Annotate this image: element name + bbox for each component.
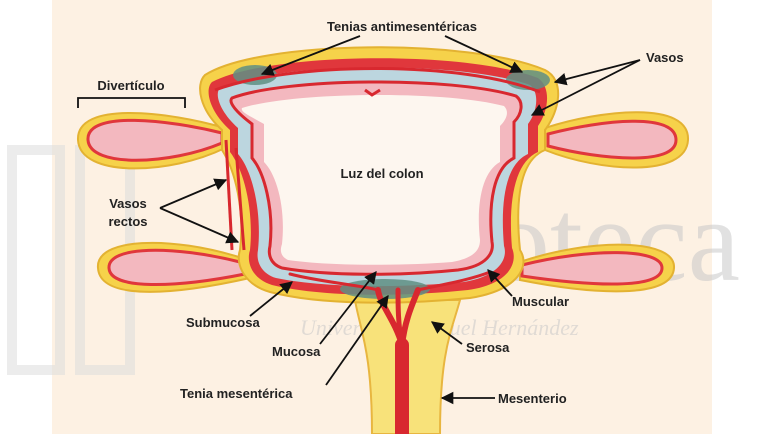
label-tenia-mesenterica: Tenia mesentérica — [180, 386, 293, 401]
label-submucosa: Submucosa — [186, 315, 260, 330]
label-vasos-rectos-2: rectos — [108, 214, 147, 229]
label-mucosa: Mucosa — [272, 344, 321, 359]
label-muscular: Muscular — [512, 294, 569, 309]
label-diverticulo: Divertículo — [97, 78, 164, 93]
label-mesenterio: Mesenterio — [498, 391, 567, 406]
label-vasos-rectos-1: Vasos — [109, 196, 147, 211]
label-luz-del-colon: Luz del colon — [340, 166, 423, 181]
label-serosa: Serosa — [466, 340, 510, 355]
label-tenias-antimesentericas: Tenias antimesentéricas — [327, 19, 477, 34]
label-vasos: Vasos — [646, 50, 684, 65]
